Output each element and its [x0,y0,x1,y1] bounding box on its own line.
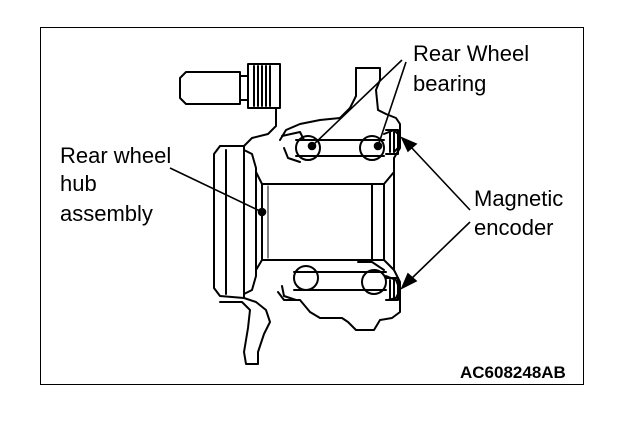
hub-leader [169,167,267,217]
hub-assembly-label-line2: hub [60,171,97,196]
bearing-leader-right [373,61,407,151]
hub-flange [213,107,277,365]
encoder-leader-lower [400,221,471,290]
encoder-leader-upper [400,136,471,211]
magnetic-encoder-label-line1: Magnetic [474,186,564,211]
bearing-leader-left [307,59,403,151]
hub-bore [255,171,395,271]
hub-assembly-label-line3: assembly [60,201,153,226]
diagram-frame [40,27,584,385]
upper-bearing-row [281,129,401,163]
hub-assembly-label-line1: Rear wheel [60,143,172,168]
rear-wheel-bearing-label-line2: bearing [413,71,487,96]
magnetic-encoder-lower [385,277,399,301]
lower-bearing-row [281,261,401,301]
magnetic-encoder-label-line2: encoder [474,215,554,240]
wheel-stud [179,63,281,109]
figure-code: AC608248AB [460,363,566,382]
rear-wheel-bearing-label-line1: Rear Wheel [413,41,530,66]
magnetic-encoder-upper [385,129,399,155]
